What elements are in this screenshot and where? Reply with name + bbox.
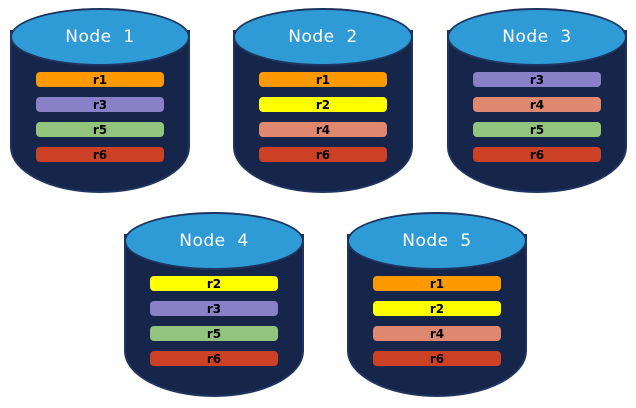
- cylinder-top-ellipse: [124, 212, 304, 270]
- database-node-1[interactable]: Node 1 r1 r3 r5 r6: [10, 8, 190, 193]
- replica-label: r5: [529, 122, 545, 137]
- replica-bar[interactable]: r6: [150, 351, 278, 366]
- node-title: Node 5: [402, 231, 472, 251]
- replica-bar[interactable]: r6: [36, 147, 164, 162]
- replica-bar[interactable]: r4: [259, 122, 387, 137]
- replica-label: r6: [315, 147, 331, 162]
- database-node-5[interactable]: Node 5 r1 r2 r4 r6: [347, 212, 527, 397]
- replica-list: r2 r3 r5 r6: [150, 276, 278, 366]
- replica-bar[interactable]: r1: [373, 276, 501, 291]
- replica-label: r2: [206, 276, 222, 291]
- replica-bar[interactable]: r2: [373, 301, 501, 316]
- replica-label: r4: [529, 97, 545, 112]
- replica-label: r5: [92, 122, 108, 137]
- replica-label: r5: [206, 326, 222, 341]
- cylinder-top-ellipse: [233, 8, 413, 66]
- replica-bar[interactable]: r2: [150, 276, 278, 291]
- node-title: Node 1: [65, 27, 135, 47]
- replica-list: r1 r2 r4 r6: [259, 72, 387, 162]
- replica-bar[interactable]: r3: [473, 72, 601, 87]
- replica-bar[interactable]: r4: [473, 97, 601, 112]
- replica-bar[interactable]: r5: [36, 122, 164, 137]
- database-node-2[interactable]: Node 2 r1 r2 r4 r6: [233, 8, 413, 193]
- replica-label: r6: [429, 351, 445, 366]
- replica-list: r1 r3 r5 r6: [36, 72, 164, 162]
- replica-label: r3: [206, 301, 222, 316]
- replica-list: r3 r4 r5 r6: [473, 72, 601, 162]
- replica-label: r3: [529, 72, 545, 87]
- replica-label: r2: [429, 301, 445, 316]
- replica-bar[interactable]: r1: [259, 72, 387, 87]
- replica-bar[interactable]: r1: [36, 72, 164, 87]
- replica-label: r1: [315, 72, 331, 87]
- replica-bar[interactable]: r3: [36, 97, 164, 112]
- replica-bar[interactable]: r6: [373, 351, 501, 366]
- node-title: Node 4: [179, 231, 249, 251]
- replica-bar[interactable]: r6: [259, 147, 387, 162]
- replica-label: r6: [92, 147, 108, 162]
- replica-label: r6: [529, 147, 545, 162]
- cylinder-top-ellipse: [10, 8, 190, 66]
- replica-bar[interactable]: r5: [473, 122, 601, 137]
- cylinder-top-ellipse: [347, 212, 527, 270]
- cylinder-top-ellipse: [447, 8, 627, 66]
- replica-label: r1: [429, 276, 445, 291]
- database-node-4[interactable]: Node 4 r2 r3 r5 r6: [124, 212, 304, 397]
- database-node-3[interactable]: Node 3 r3 r4 r5 r6: [447, 8, 627, 193]
- replica-bar[interactable]: r4: [373, 326, 501, 341]
- replica-label: r4: [315, 122, 331, 137]
- replica-bar[interactable]: r3: [150, 301, 278, 316]
- replica-bar[interactable]: r6: [473, 147, 601, 162]
- replica-bar[interactable]: r5: [150, 326, 278, 341]
- replica-bar[interactable]: r2: [259, 97, 387, 112]
- replica-label: r3: [92, 97, 108, 112]
- replica-label: r6: [206, 351, 222, 366]
- node-title: Node 3: [502, 27, 572, 47]
- node-title: Node 2: [288, 27, 358, 47]
- replica-label: r1: [92, 72, 108, 87]
- replica-label: r2: [315, 97, 331, 112]
- replica-list: r1 r2 r4 r6: [373, 276, 501, 366]
- replica-label: r4: [429, 326, 445, 341]
